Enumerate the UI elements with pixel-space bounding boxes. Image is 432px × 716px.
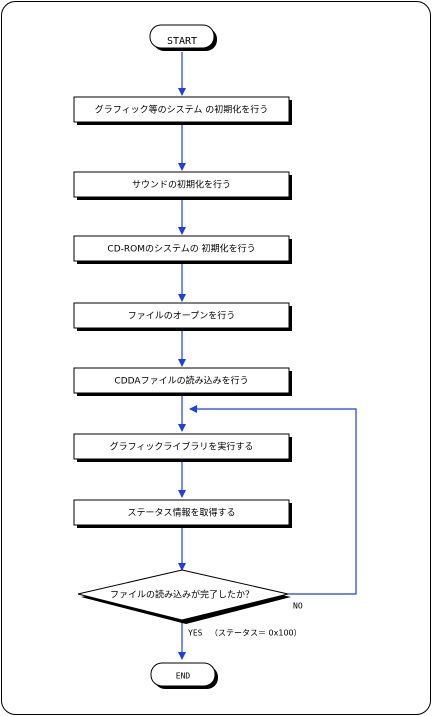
process-step-2: サウンドの初期化を行う — [73, 171, 292, 200]
step-5-label: CDDAファイルの読み込みを行う — [114, 375, 248, 387]
step-2-label: サウンドの初期化を行う — [132, 179, 231, 191]
yes-status-note: （ステータス＝ 0x100） — [210, 629, 302, 638]
start-label: START — [167, 36, 197, 47]
step-4-label: ファイルのオープンを行う — [128, 310, 235, 322]
decision-label: ファイルの読み込みが完了したか？ — [110, 589, 254, 601]
process-step-3: CD-ROMのシステムの 初期化を行う — [73, 235, 292, 264]
no-branch-label: NO — [293, 602, 303, 611]
end-terminal: END — [150, 662, 218, 689]
process-step-6: グラフィックライブラリを実行する — [73, 433, 292, 462]
decision-diamond: ファイルの読み込みが完了したか？ — [77, 569, 291, 624]
step-1-label: グラフィック等のシステム の初期化を行う — [95, 104, 268, 116]
process-step-5: CDDAファイルの読み込みを行う — [73, 367, 292, 396]
step-6-label: グラフィックライブラリを実行する — [110, 441, 254, 453]
step-7-label: ステータス情報を取得する — [127, 507, 235, 519]
start-terminal: START — [149, 24, 217, 51]
process-step-4: ファイルのオープンを行う — [73, 302, 292, 331]
connector-arrows — [178, 52, 357, 660]
arrow-no-loop — [189, 405, 357, 595]
process-step-7: ステータス情報を取得する — [73, 499, 292, 528]
process-step-1: グラフィック等のシステム の初期化を行う — [73, 96, 292, 125]
end-label: END — [176, 672, 191, 681]
step-3-label: CD-ROMのシステムの 初期化を行う — [107, 243, 255, 255]
yes-branch-label: YES — [188, 629, 203, 638]
